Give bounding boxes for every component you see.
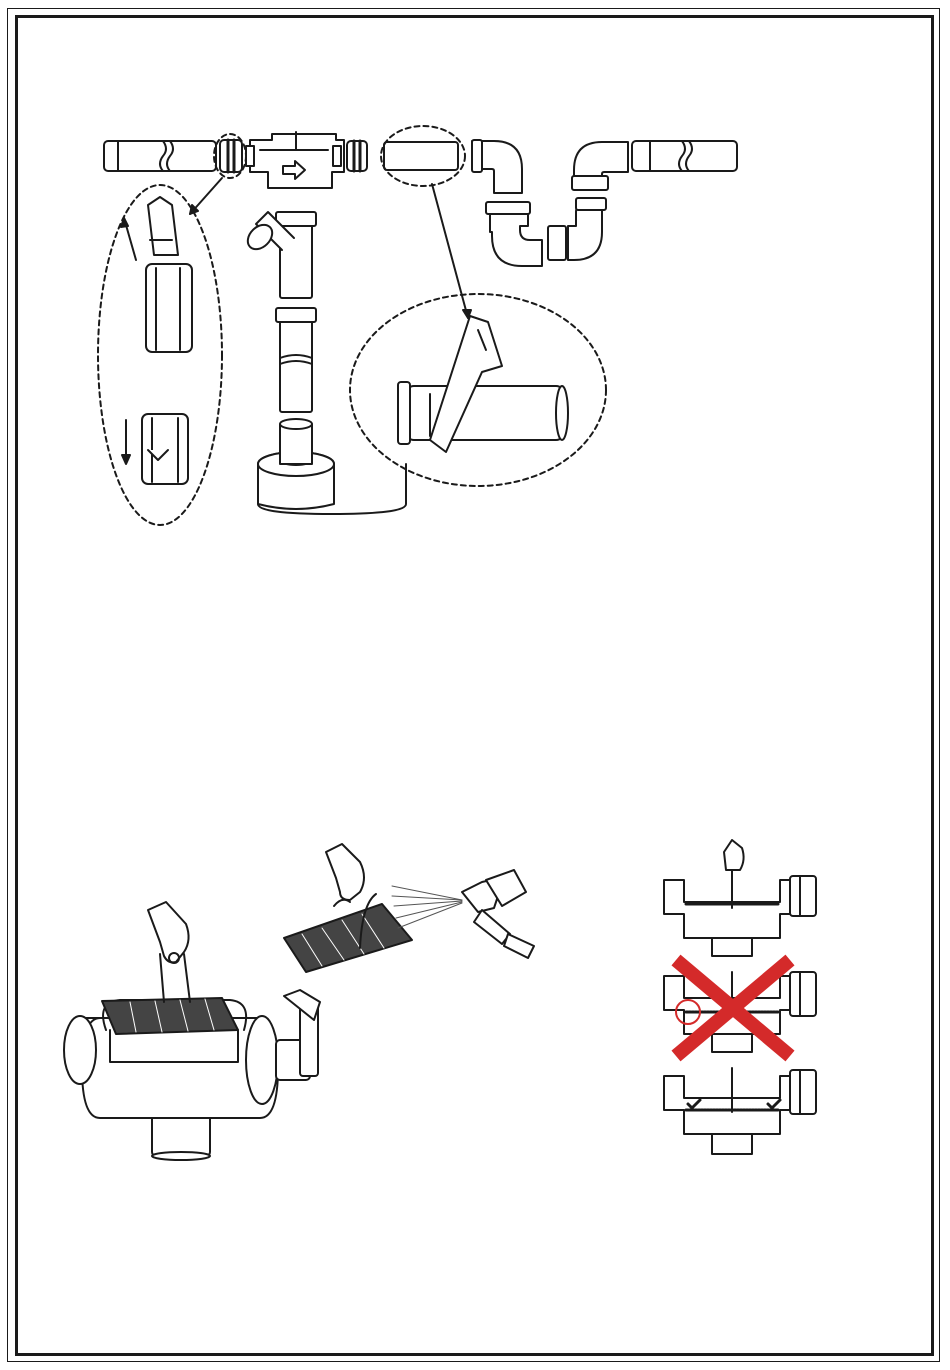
elbow-fitting-2 xyxy=(572,142,628,190)
elbow-fitting-1 xyxy=(472,140,522,193)
seal-detail-callout xyxy=(98,178,222,525)
u-trap-fittings xyxy=(486,198,606,266)
filter-housing-top xyxy=(246,132,344,188)
y-branch-fitting xyxy=(243,212,316,298)
short-pipe-segment xyxy=(381,126,465,186)
left-seal-ring xyxy=(214,134,246,178)
right-pipe-segment xyxy=(632,141,737,171)
left-pipe-segment xyxy=(104,141,216,171)
base-sump xyxy=(258,419,406,514)
vertical-pipe-segments xyxy=(276,308,316,412)
right-seal-ring xyxy=(347,141,367,171)
pipe-assembly-illustration xyxy=(0,0,950,560)
